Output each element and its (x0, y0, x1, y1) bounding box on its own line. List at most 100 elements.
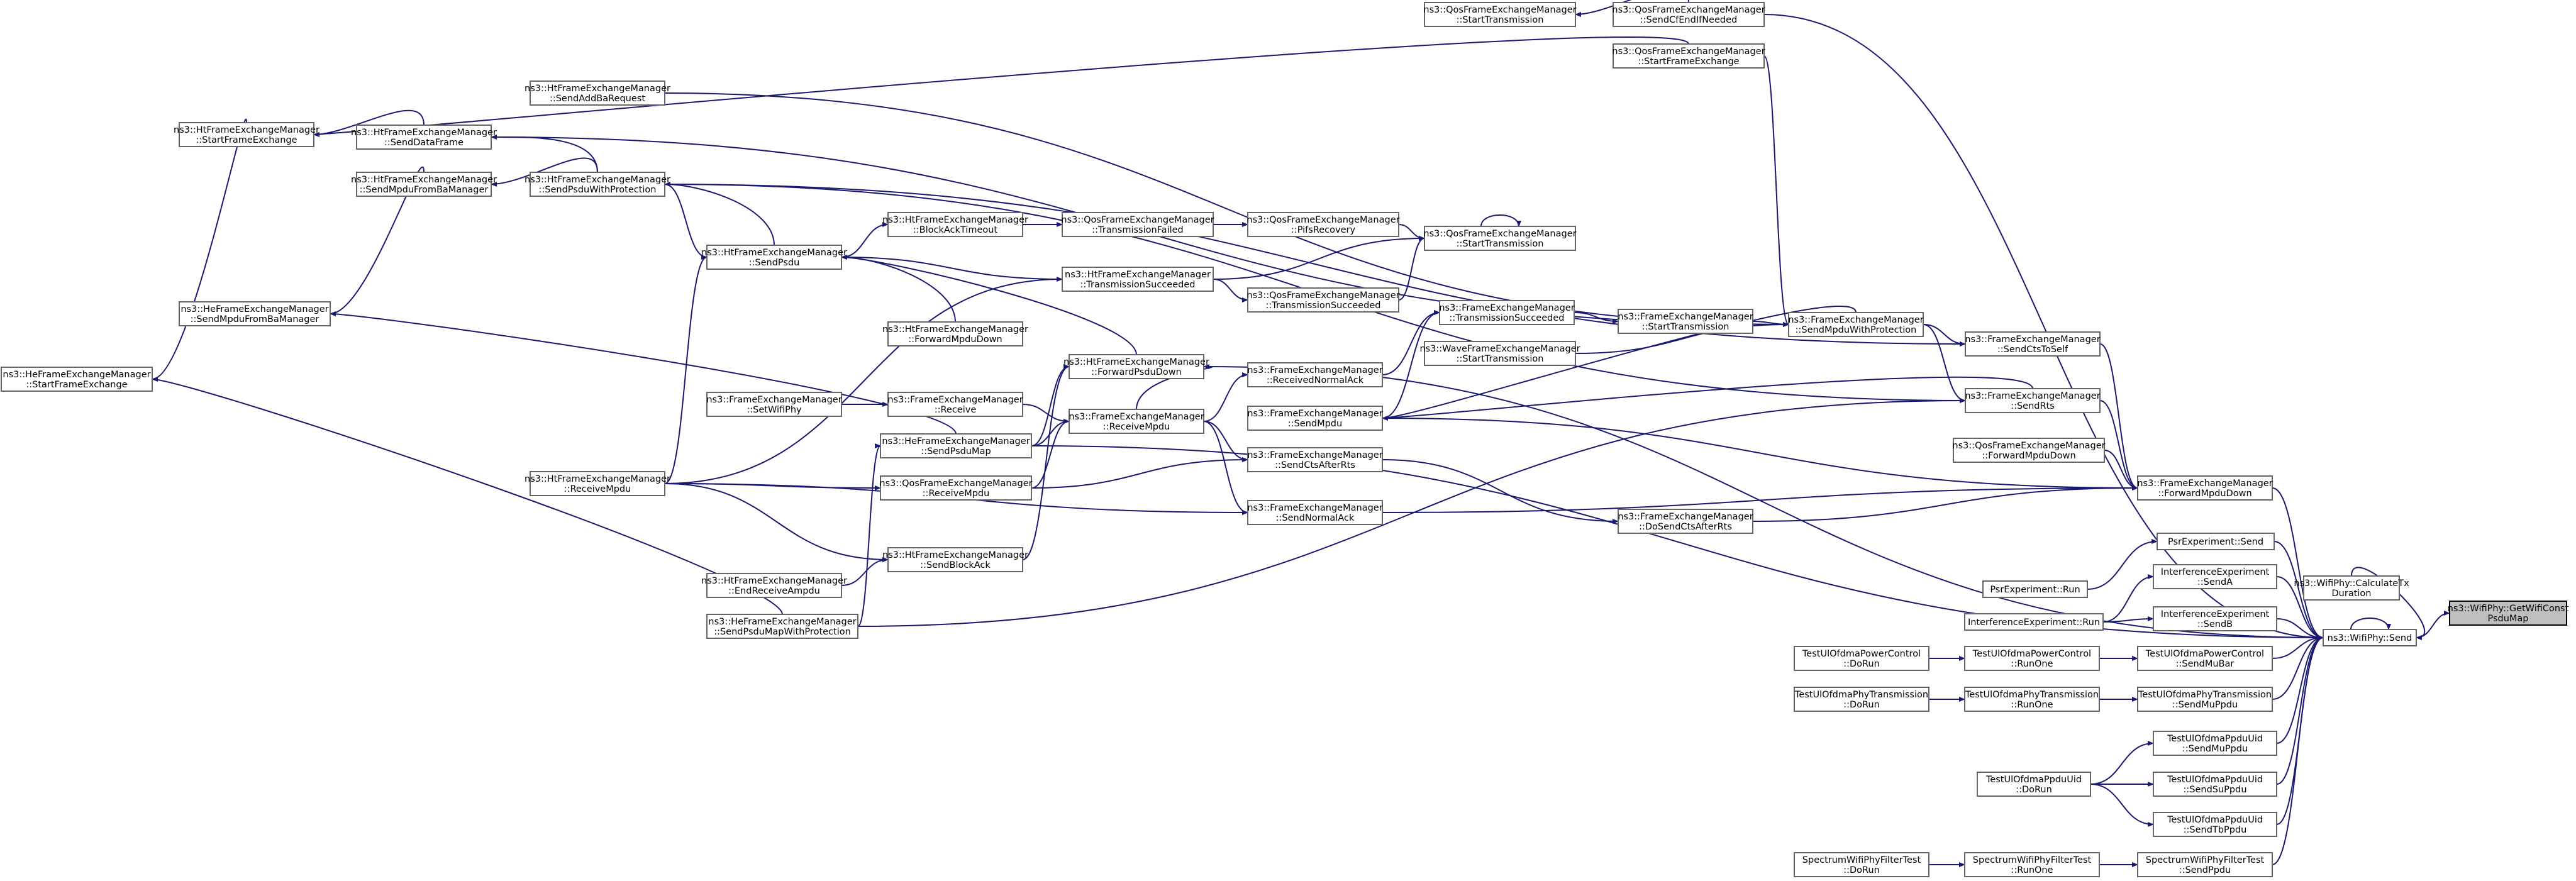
node-fem-docts[interactable]: ns3::FrameExchangeManager::DoSendCtsAfte… (1618, 509, 1753, 534)
node-fem-sendrts[interactable]: ns3::FrameExchangeManager::SendRts (1965, 388, 2101, 413)
node-ht-startfe[interactable]: ns3::HtFrameExchangeManager::StartFrameE… (174, 122, 319, 147)
node-ht-psduprot[interactable]: ns3::HtFrameExchangeManager::SendPsduWit… (525, 172, 670, 197)
node-ht-sendblockack[interactable]: ns3::HtFrameExchangeManager::SendBlockAc… (882, 547, 1028, 572)
node-label: ns3::FrameExchangeManager (1788, 315, 1923, 325)
edge-fem-ctsafter-to-fem-docts (1382, 459, 1619, 524)
node-box (1062, 212, 1214, 237)
node-fem-recvnormalack[interactable]: ns3::FrameExchangeManager::ReceivedNorma… (1247, 362, 1383, 387)
node-fem-recvmpdu[interactable]: ns3::FrameExchangeManager::ReceiveMpdu (1069, 409, 1204, 434)
node-label: ::DoRun (2016, 785, 2052, 795)
node-fem-txsucc[interactable]: ns3::FrameExchangeManager::TransmissionS… (1439, 300, 1575, 325)
node-box (530, 172, 665, 197)
node-label: ::SendRts (2011, 401, 2055, 411)
node-ul-pt-dorun[interactable]: TestUlOfdmaPhyTransmission::DoRun (1794, 687, 1929, 712)
node-ul-pc-mubar[interactable]: TestUlOfdmaPowerControl::SendMuBar (2137, 646, 2273, 671)
node-label: ::StartTransmission (1642, 322, 1729, 332)
node-qos-recvmpdu[interactable]: ns3::QosFrameExchangeManager::ReceiveMpd… (879, 475, 1033, 501)
node-ht-recvmpdu[interactable]: ns3::HtFrameExchangeManager::ReceiveMpdu (525, 471, 670, 496)
node-ht-mpdufromba[interactable]: ns3::HtFrameExchangeManager::SendMpduFro… (351, 172, 497, 197)
node-fem-sendmpduprot[interactable]: ns3::FrameExchangeManager::SendMpduWithP… (1788, 312, 1924, 337)
node-qos-txsucc[interactable]: ns3::QosFrameExchangeManager::Transmissi… (1246, 287, 1400, 313)
node-he-psdumapprot[interactable]: ns3::HeFrameExchangeManager::SendPsduMap… (706, 614, 858, 639)
node-box (1794, 646, 1929, 671)
node-qos-starttx[interactable]: ns3::QosFrameExchangeManager::StartTrans… (1423, 226, 1577, 251)
node-box (1247, 406, 1383, 431)
node-wifiphy-send[interactable]: ns3::WifiPhy::Send (2323, 629, 2417, 646)
node-label: InterferenceExperiment (2161, 567, 2270, 577)
node-box (1613, 43, 1765, 69)
node-box (2137, 646, 2273, 671)
node-fem-receive[interactable]: ns3::FrameExchangeManager::Receive (887, 392, 1023, 417)
node-qos-starttx2[interactable]: ns3::QosFrameExchangeManager::StartTrans… (1423, 2, 1577, 27)
edge-qos-startfe-to-ht-startfe (313, 36, 1689, 137)
edge-ul-pc-mubar-to-wifiphy-send (2272, 635, 2324, 659)
node-ie-senda[interactable]: InterferenceExperiment::SendA (2153, 564, 2277, 589)
node-ul-pc-runone[interactable]: TestUlOfdmaPowerControl::RunOne (1964, 646, 2100, 671)
edge-fem-recvmpdu-to-fem-ctsafter (1203, 421, 1248, 462)
node-fem-sendmpdu[interactable]: ns3::FrameExchangeManager::SendMpdu (1247, 406, 1383, 431)
node-fem-ctsafter[interactable]: ns3::FrameExchangeManager::SendCtsAfterR… (1247, 447, 1383, 472)
node-label: ns3::QosFrameExchangeManager (1612, 5, 1765, 15)
node-box (2153, 731, 2277, 756)
node-ht-sendpsdu[interactable]: ns3::HtFrameExchangeManager::SendPsdu (701, 245, 847, 270)
node-label: PsrExperiment::Run (1990, 585, 2080, 595)
node-fem-starttx[interactable]: ns3::FrameExchangeManager::StartTransmis… (1618, 309, 1753, 334)
node-he-startfe[interactable]: ns3::HeFrameExchangeManager::StartFrameE… (1, 367, 153, 392)
node-qos-cfendif[interactable]: ns3::QosFrameExchangeManager::SendCfEndI… (1612, 2, 1765, 27)
node-sp-dorun[interactable]: SpectrumWifiPhyFilterTest::DoRun (1794, 852, 1929, 877)
node-ht-fwdpsdu[interactable]: ns3::HtFrameExchangeManager::ForwardPsdu… (1063, 354, 1209, 379)
node-wave-starttx[interactable]: ns3::WaveFrameExchangeManager::StartTran… (1419, 341, 1580, 366)
node-sp-sendppdu[interactable]: SpectrumWifiPhyFilterTest::SendPpdu (2137, 852, 2273, 877)
node-qos-txfail[interactable]: ns3::QosFrameExchangeManager::Transmissi… (1061, 212, 1214, 237)
node-label: ::TransmissionSucceeded (1266, 301, 1381, 311)
node-he-mpdufromba[interactable]: ns3::HeFrameExchangeManager::SendMpduFro… (179, 301, 331, 326)
node-label: ::SendMpduWithProtection (1796, 325, 1917, 335)
node-label: ns3::FrameExchangeManager (1069, 412, 1204, 422)
edge-ht-psduprot-to-ht-mpdufromba (491, 157, 598, 187)
node-label: ns3::FrameExchangeManager (1247, 409, 1382, 419)
node-ul-ppdu-dorun[interactable]: TestUlOfdmaPpduUid::DoRun (1977, 772, 2091, 797)
node-box (1965, 388, 2101, 413)
node-label: ::SendA (2197, 577, 2233, 587)
node-ul-ppdu-mu[interactable]: TestUlOfdmaPpduUid::SendMuPpdu (2153, 731, 2277, 756)
node-box (1247, 447, 1383, 472)
node-label: ::DoRun (1843, 659, 1880, 669)
node-ul-ppdu-su[interactable]: TestUlOfdmaPpduUid::SendSuPpdu (2153, 772, 2277, 797)
node-ie-run[interactable]: InterferenceExperiment::Run (1964, 613, 2104, 631)
edge-ht-fwdmpdu-to-ht-sendpsdu (841, 255, 956, 323)
node-ht-endrecv[interactable]: ns3::HtFrameExchangeManager::EndReceiveA… (701, 573, 847, 598)
node-psr-run[interactable]: PsrExperiment::Run (1982, 580, 2088, 598)
edge-ht-recvmpdu-to-ht-txsucc (664, 277, 1063, 484)
node-ul-pt-runone[interactable]: TestUlOfdmaPhyTransmission::RunOne (1964, 687, 2100, 712)
node-he-psdumap[interactable]: ns3::HeFrameExchangeManager::SendPsduMap (880, 433, 1032, 458)
node-fem-setwifiphy[interactable]: ns3::FrameExchangeManager::SetWifiPhy (706, 392, 842, 417)
node-box (887, 392, 1023, 417)
node-ht-addba[interactable]: ns3::HtFrameExchangeManager::SendAddBaRe… (525, 80, 670, 106)
node-fem-forward[interactable]: ns3::FrameExchangeManager::ForwardMpduDo… (2137, 475, 2273, 501)
node-ht-dataframe[interactable]: ns3::HtFrameExchangeManager::SendDataFra… (351, 125, 497, 150)
node-qos-pifs[interactable]: ns3::QosFrameExchangeManager::PifsRecove… (1246, 212, 1400, 237)
edge-qos-cfendif-to-wifiphy-send (1763, 14, 2324, 640)
node-ul-pc-dorun[interactable]: TestUlOfdmaPowerControl::DoRun (1794, 646, 1929, 671)
node-label: ::SendPpdu (2179, 865, 2231, 875)
node-box (880, 433, 1032, 458)
node-label: TestUlOfdmaPpduUid (2167, 775, 2263, 785)
node-ul-ppdu-tb[interactable]: TestUlOfdmaPpduUid::SendTbPpdu (2153, 812, 2277, 837)
node-ie-sendb[interactable]: InterferenceExperiment::SendB (2153, 606, 2277, 631)
node-sp-runone[interactable]: SpectrumWifiPhyFilterTest::RunOne (1964, 852, 2100, 877)
node-fem-normalack[interactable]: ns3::FrameExchangeManager::SendNormalAck (1247, 500, 1383, 525)
node-label: ::SendNormalAck (1276, 513, 1355, 523)
node-ul-pt-send[interactable]: TestUlOfdmaPhyTransmission::SendMuPpdu (2137, 687, 2273, 712)
node-label: InterferenceExperiment::Run (1968, 618, 2100, 628)
node-fem-sendcts[interactable]: ns3::FrameExchangeManager::SendCtsToSelf (1965, 331, 2101, 357)
node-ht-blockack[interactable]: ns3::HtFrameExchangeManager::BlockAckTim… (882, 212, 1028, 237)
node-qos-forward[interactable]: ns3::QosFrameExchangeManager::ForwardMpd… (1952, 438, 2106, 463)
node-psr-send[interactable]: PsrExperiment::Send (2157, 533, 2275, 550)
node-ht-txsucc[interactable]: ns3::HtFrameExchangeManager::Transmissio… (1062, 267, 1214, 292)
node-label: ns3::FrameExchangeManager (1247, 365, 1382, 375)
node-qos-startfe[interactable]: ns3::QosFrameExchangeManager::StartFrame… (1612, 43, 1765, 69)
node-label: ns3::FrameExchangeManager (1618, 512, 1753, 522)
node-ht-fwdmpdu[interactable]: ns3::HtFrameExchangeManager::ForwardMpdu… (882, 321, 1028, 346)
